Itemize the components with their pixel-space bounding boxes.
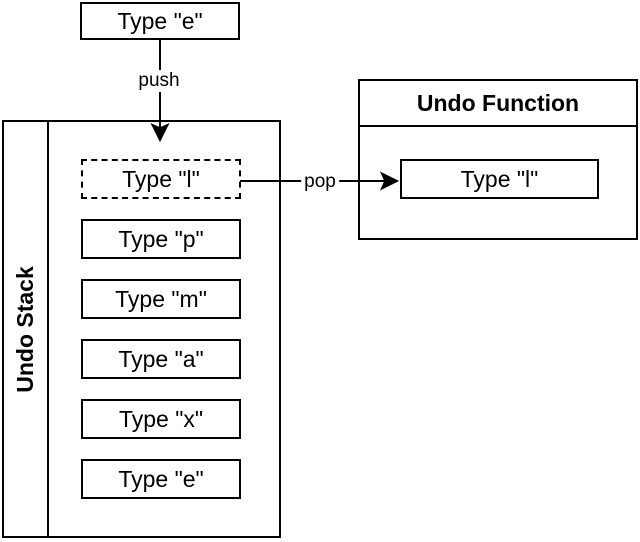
undo-stack-title: Undo Stack bbox=[12, 265, 38, 393]
undo-function-title: Undo Function bbox=[360, 81, 636, 127]
stack-item: Type "p" bbox=[81, 219, 241, 259]
stack-item: Type "e" bbox=[81, 459, 241, 499]
undo-function-item-label: Type "l" bbox=[460, 165, 539, 192]
pop-arrow-label: pop bbox=[301, 171, 339, 193]
stack-item: Type "a" bbox=[81, 339, 241, 379]
stack-item: Type "m" bbox=[81, 279, 241, 319]
undo-function-item-box: Type "l" bbox=[400, 159, 599, 199]
push-arrow-label: push bbox=[135, 70, 183, 92]
stack-item-popping: Type "l" bbox=[81, 159, 241, 199]
typed-input-box: Type "e" bbox=[80, 2, 240, 40]
undo-function-panel: Undo Function Type "l" bbox=[358, 79, 638, 240]
typed-input-label: Type "e" bbox=[117, 7, 203, 34]
undo-stack-title-column: Undo Stack bbox=[4, 122, 49, 536]
stack-item: Type "x" bbox=[81, 399, 241, 439]
undo-stack-panel: Undo Stack Type "l" Type "p" Type "m" Ty… bbox=[2, 120, 281, 538]
